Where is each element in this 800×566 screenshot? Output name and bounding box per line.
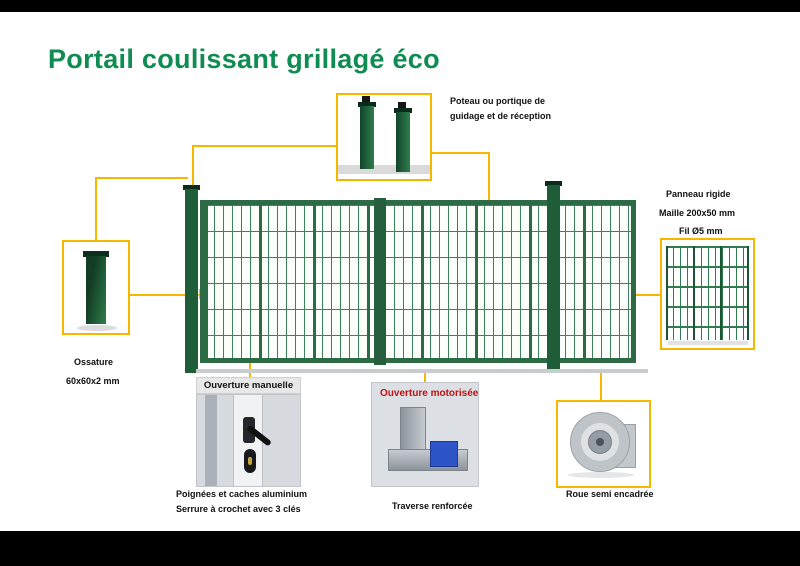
letterbox-bottom (0, 531, 800, 566)
green-post (396, 112, 410, 172)
gate-middle-post (374, 198, 386, 365)
manual-caption-line1: Poignées et caches aluminium (176, 489, 308, 499)
post-hardware (362, 96, 370, 103)
connector-line (95, 177, 188, 179)
connector-line (430, 152, 490, 154)
motor-block (430, 441, 458, 467)
ground-rail (196, 369, 648, 373)
connector-line (130, 294, 204, 296)
keyhole (248, 457, 252, 465)
connector-line (95, 177, 97, 240)
guide-post-label-line1: Poteau ou portique de (450, 96, 546, 106)
wheel-bolt (596, 438, 604, 446)
guide-post (185, 189, 198, 373)
connector-line (424, 373, 426, 382)
reception-post-cap (545, 181, 562, 186)
connector-line (488, 152, 490, 200)
photo-shadow (568, 472, 634, 478)
frame-label-line2: 60x60x2 mm (66, 376, 120, 386)
panel-label-line2: Maille 200x50 mm (659, 208, 736, 218)
guide-post-label-line2: guidage et de réception (450, 111, 552, 121)
connector-line (192, 145, 338, 147)
gate-mesh-illustration (200, 200, 636, 363)
frame-upright (400, 407, 426, 455)
post-cap (394, 108, 412, 113)
gate-rail (205, 395, 217, 486)
post-cap (83, 251, 109, 257)
photo-shadow (77, 325, 117, 331)
manual-opening-photo (196, 394, 301, 487)
frame-label-line1: Ossature (74, 357, 114, 367)
motorized-opening-title: Ouverture motorisée (380, 388, 479, 399)
green-post (360, 106, 374, 169)
panel-label-line3: Fil Ø5 mm (679, 226, 723, 236)
manual-opening-title: Ouverture manuelle (196, 377, 301, 394)
green-post (86, 256, 106, 324)
post-hardware (398, 102, 406, 109)
motorized-opening-photo: Ouverture motorisée (371, 382, 479, 487)
frame-profile-photo (62, 240, 130, 335)
connector-line (600, 373, 602, 400)
manual-caption-line2: Serrure à crochet avec 3 clés (176, 504, 301, 514)
panel-label-line1: Panneau rigide (666, 189, 731, 199)
wheel-photo (556, 400, 651, 488)
page-title: Portail coulissant grillagé éco (48, 44, 440, 74)
wheel-caption: Roue semi encadrée (566, 489, 654, 499)
post-cap (358, 102, 376, 107)
photo-floor (338, 165, 430, 174)
guide-post-cap (183, 185, 200, 190)
guide-posts-photo (336, 93, 432, 181)
motorized-caption: Traverse renforcée (392, 501, 473, 511)
mesh-pattern (666, 246, 749, 340)
photo-shadow (668, 341, 748, 345)
reception-post (547, 185, 560, 373)
connector-line (192, 145, 194, 196)
letterbox-top (0, 0, 800, 12)
mesh-panel-photo (660, 238, 755, 350)
